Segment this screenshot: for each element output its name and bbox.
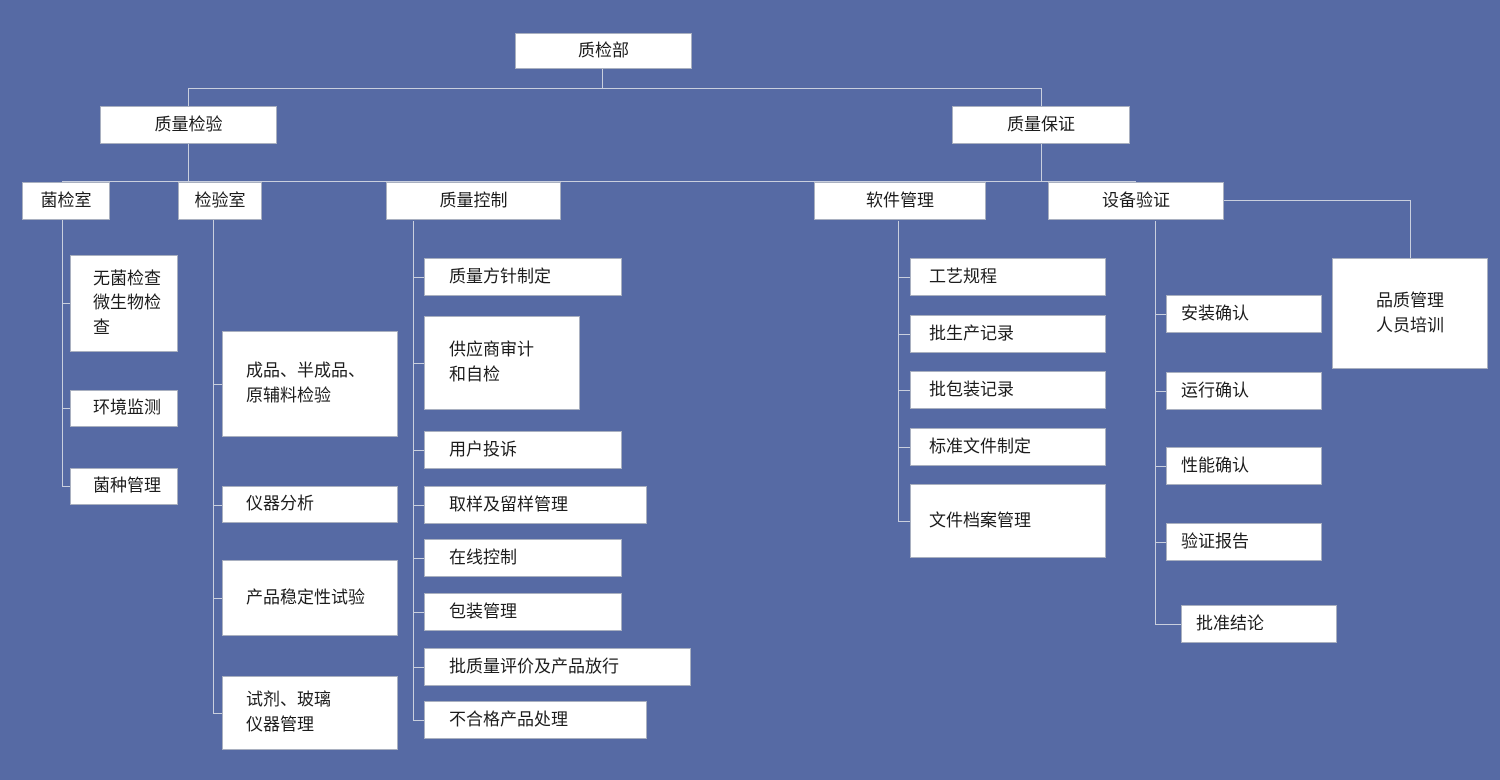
connector-line xyxy=(62,486,70,487)
connector-line xyxy=(1155,314,1166,315)
connector-line xyxy=(62,303,70,304)
node-performance-qualification: 性能确认 xyxy=(1166,447,1322,485)
connector-line xyxy=(413,667,424,668)
node-quality-dept: 质检部 xyxy=(515,33,692,69)
connector-line xyxy=(188,88,1042,89)
connector-line xyxy=(1155,391,1166,392)
connector-line xyxy=(602,69,603,88)
connector-line xyxy=(62,408,70,409)
connector-line xyxy=(898,447,910,448)
node-installation-qualification: 安装确认 xyxy=(1166,295,1322,333)
connector-line xyxy=(1041,88,1042,106)
node-reagent-glassware-management: 试剂、玻璃 仪器管理 xyxy=(222,676,398,750)
connector-line xyxy=(413,505,424,506)
node-approval-conclusion: 批准结论 xyxy=(1181,605,1337,643)
node-packaging-management: 包装管理 xyxy=(424,593,622,631)
connector-line xyxy=(898,334,910,335)
node-product-stability-test: 产品稳定性试验 xyxy=(222,560,398,636)
connector-line xyxy=(898,390,910,391)
connector-line xyxy=(413,720,424,721)
node-batch-production-records: 批生产记录 xyxy=(910,315,1106,353)
node-online-control: 在线控制 xyxy=(424,539,622,577)
node-customer-complaints: 用户投诉 xyxy=(424,431,622,469)
connector-line xyxy=(1155,466,1166,467)
connector-line xyxy=(213,505,222,506)
connector-line xyxy=(413,450,424,451)
connector-line xyxy=(1155,221,1156,624)
node-quality-control: 质量控制 xyxy=(386,182,561,220)
node-standard-document-drafting: 标准文件制定 xyxy=(910,428,1106,466)
node-quality-assurance: 质量保证 xyxy=(952,106,1130,144)
node-quality-management-training: 品质管理 人员培训 xyxy=(1332,258,1488,369)
node-batch-packaging-records: 批包装记录 xyxy=(910,371,1106,409)
node-process-regulations: 工艺规程 xyxy=(910,258,1106,296)
node-instrument-analysis: 仪器分析 xyxy=(222,486,398,523)
connector-line xyxy=(413,363,424,364)
node-nonconforming-product-handling: 不合格产品处理 xyxy=(424,701,647,739)
connector-line xyxy=(1224,200,1410,201)
connector-line xyxy=(213,598,222,599)
node-validation-report: 验证报告 xyxy=(1166,523,1322,561)
connector-line xyxy=(1155,624,1181,625)
connector-line xyxy=(1041,144,1042,181)
connector-line xyxy=(62,181,1136,182)
node-operation-qualification: 运行确认 xyxy=(1166,372,1322,410)
node-batch-evaluation-release: 批质量评价及产品放行 xyxy=(424,648,691,686)
connector-line xyxy=(213,384,222,385)
connector-line xyxy=(62,220,63,486)
node-inspection-room: 检验室 xyxy=(178,182,262,220)
connector-line xyxy=(213,713,222,714)
connector-line xyxy=(898,521,910,522)
node-strain-management: 菌种管理 xyxy=(70,468,178,505)
node-software-management: 软件管理 xyxy=(814,182,986,220)
connector-line xyxy=(188,88,189,106)
connector-line xyxy=(898,277,910,278)
node-document-archive-management: 文件档案管理 xyxy=(910,484,1106,558)
connector-line xyxy=(213,220,214,713)
node-equipment-validation: 设备验证 xyxy=(1048,182,1224,220)
node-micro-test-room: 菌检室 xyxy=(22,182,110,220)
node-quality-policy: 质量方针制定 xyxy=(424,258,622,296)
node-environment-monitoring: 环境监测 xyxy=(70,390,178,427)
node-sterility-microbe-check: 无菌检查 微生物检查 xyxy=(70,255,178,352)
connector-line xyxy=(413,277,424,278)
node-quality-inspection: 质量检验 xyxy=(100,106,277,144)
connector-line xyxy=(1155,542,1166,543)
node-sampling-retention: 取样及留样管理 xyxy=(424,486,647,524)
node-product-material-inspection: 成品、半成品、 原辅料检验 xyxy=(222,331,398,437)
connector-line xyxy=(1410,200,1411,258)
node-supplier-audit-self-check: 供应商审计 和自检 xyxy=(424,316,580,410)
connector-line xyxy=(898,221,899,521)
connector-line xyxy=(188,144,189,181)
connector-line xyxy=(413,221,414,720)
connector-line xyxy=(413,558,424,559)
connector-line xyxy=(413,612,424,613)
